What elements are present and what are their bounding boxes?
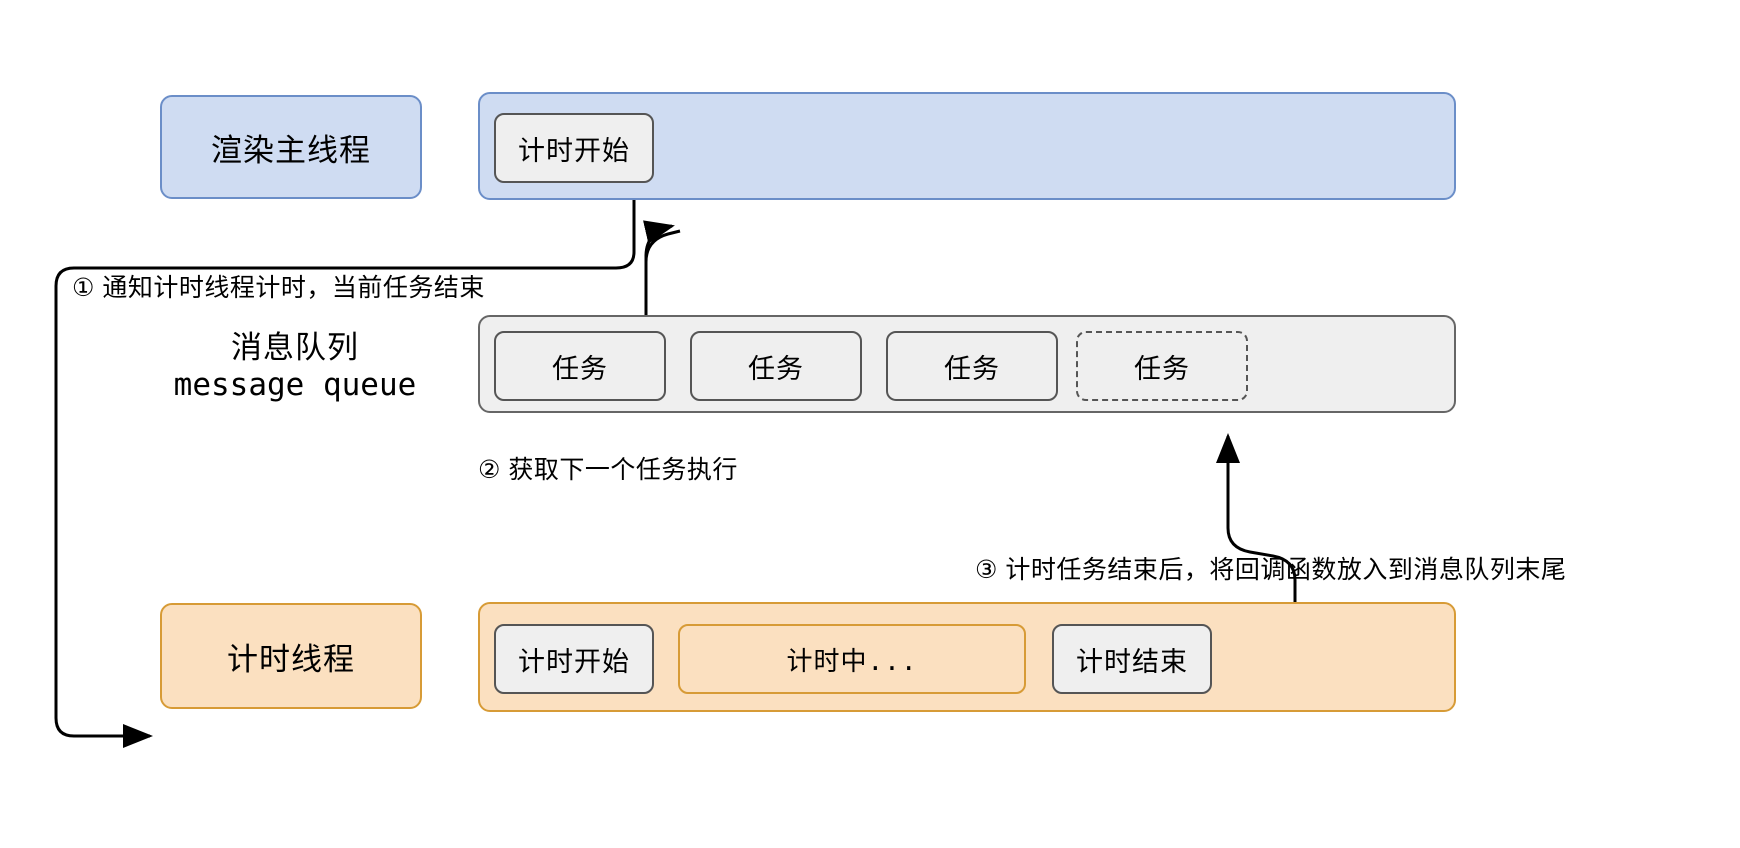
chip-label: 计时开始 [518,135,630,166]
chip-label: 计时开始 [518,646,630,677]
chip-timer-running[interactable]: 计时中... [678,624,1026,694]
label-message-queue: 消息队列 message queue [130,330,460,403]
chip-label: 计时结束 [1076,646,1188,677]
chip-label: 任务 [552,353,608,384]
label-message-queue-en: message queue [173,366,417,403]
chip-queue-task-4-pending[interactable]: 任务 [1076,331,1248,401]
chip-queue-task-3[interactable]: 任务 [886,331,1058,401]
lane-main-thread: 计时开始 [478,92,1456,200]
lane-timer-thread: 计时开始 计时中... 计时结束 [478,602,1456,712]
annotation-2: ② 获取下一个任务执行 [478,450,738,486]
annotation-2-text: ② 获取下一个任务执行 [478,456,738,484]
annotation-1: ① 通知计时线程计时，当前任务结束 [72,268,485,304]
chip-main-thread-timer-start[interactable]: 计时开始 [494,113,654,183]
lane-message-queue: 任务 任务 任务 任务 [478,315,1456,413]
label-timer-thread: 计时线程 [227,641,355,677]
chip-label: 任务 [944,353,1000,384]
label-message-queue-cn: 消息队列 [231,330,359,365]
arrow-fetch-next-task [644,229,681,322]
chip-label: 计时中... [786,646,918,677]
chip-queue-task-2[interactable]: 任务 [690,331,862,401]
chip-timer-start[interactable]: 计时开始 [494,624,654,694]
annotation-3: ③ 计时任务结束后，将回调函数放入到消息队列末尾 [975,550,1566,586]
annotation-3-text: ③ 计时任务结束后，将回调函数放入到消息队列末尾 [975,556,1567,584]
chip-label: 任务 [1134,353,1190,384]
chip-queue-task-1[interactable]: 任务 [494,331,666,401]
label-main-thread: 渲染主线程 [211,132,371,168]
chip-timer-end[interactable]: 计时结束 [1052,624,1212,694]
annotation-1-text: ① 通知计时线程计时，当前任务结束 [72,274,485,302]
label-box-timer-thread: 计时线程 [160,603,422,709]
label-box-main-thread: 渲染主线程 [160,95,422,199]
chip-label: 任务 [748,353,804,384]
